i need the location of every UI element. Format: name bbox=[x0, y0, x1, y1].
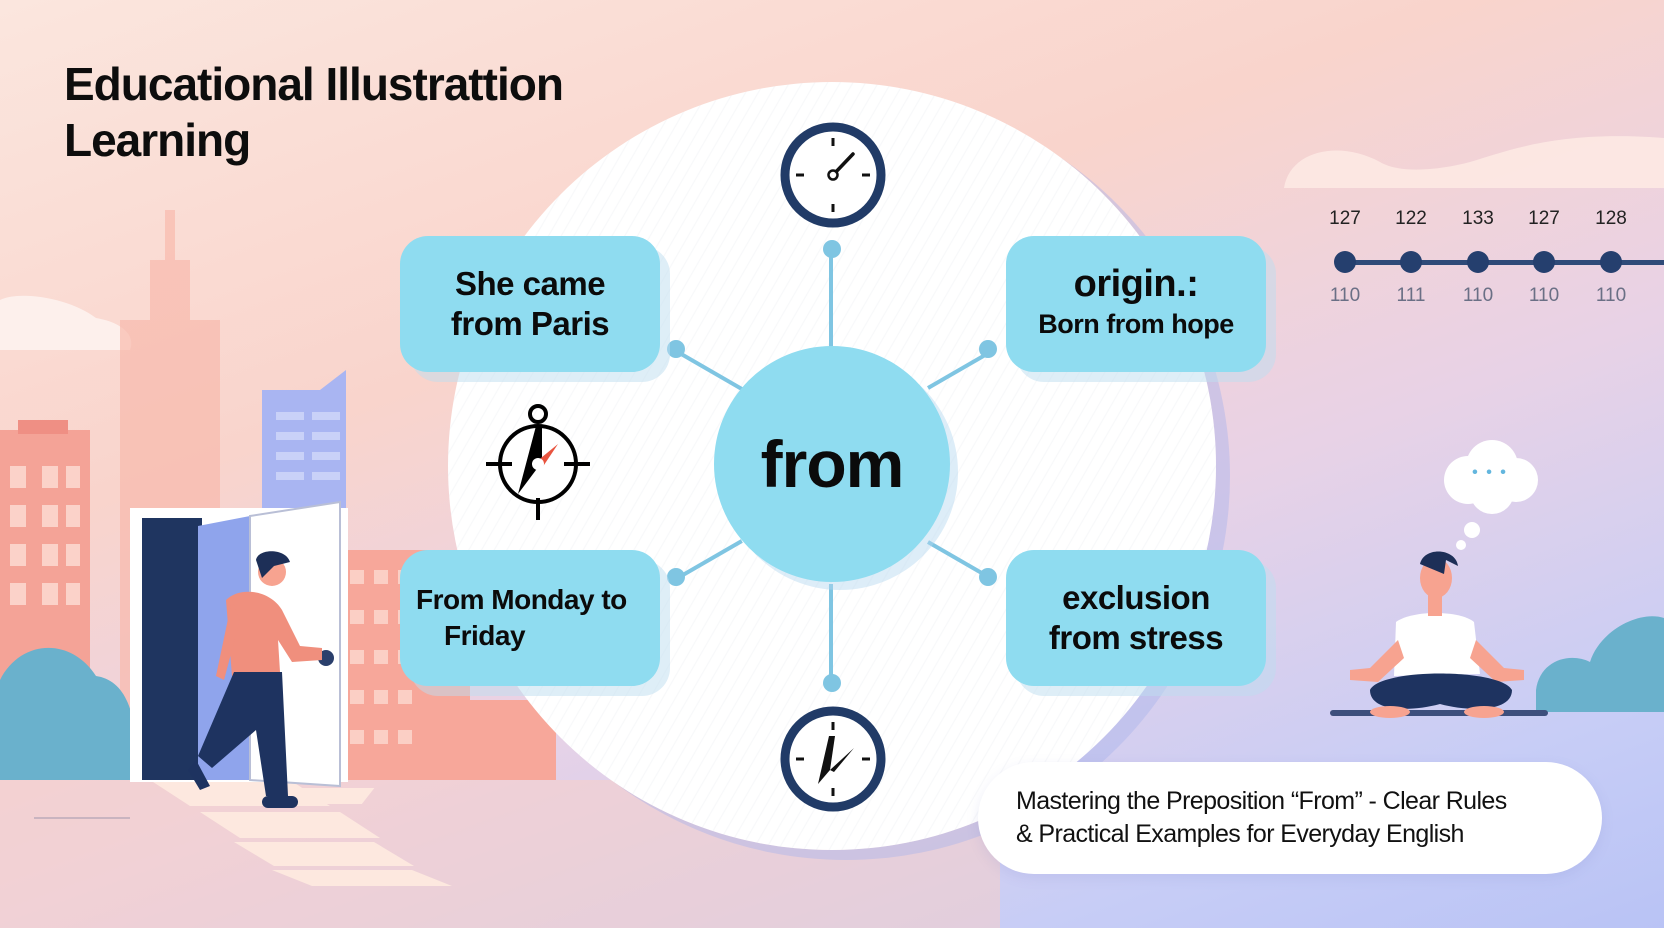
timeline-top-value: 127 bbox=[1329, 208, 1361, 229]
timeline-bottom-value: 110 bbox=[1462, 285, 1494, 306]
thought-trail-dot bbox=[1464, 522, 1480, 538]
card-line-2: from stress bbox=[1048, 619, 1224, 656]
page-title: Educational Illustrattion Learning bbox=[64, 56, 564, 168]
timeline-top-value: 128 bbox=[1595, 208, 1627, 229]
hub-word: from bbox=[714, 346, 950, 582]
connector-dot bbox=[823, 240, 841, 258]
timeline-dot bbox=[1334, 251, 1356, 273]
timeline-bottom-value: 110 bbox=[1595, 285, 1627, 306]
card-origin-place: She came from Paris bbox=[400, 236, 660, 372]
thought-trail-dot bbox=[1456, 540, 1466, 550]
timeline-bottom-value: 111 bbox=[1396, 285, 1426, 306]
title-line-1: Educational Illustrattion bbox=[64, 58, 564, 110]
card-time-range: From Monday to Friday bbox=[400, 550, 660, 686]
caption-line-1: Mastering the Preposition “From” - Clear… bbox=[1016, 787, 1507, 815]
clock-icon bbox=[778, 704, 888, 819]
timeline-dot bbox=[1533, 251, 1555, 273]
card-line-1: exclusion bbox=[1062, 579, 1210, 616]
connector-bottom bbox=[829, 584, 833, 680]
timeline-top-value: 127 bbox=[1528, 208, 1560, 229]
title-line-2: Learning bbox=[64, 114, 251, 166]
timeline-dot bbox=[1600, 251, 1622, 273]
thought-bubble-icon: • • • bbox=[1438, 438, 1542, 518]
card-line-1: origin.: bbox=[1073, 263, 1199, 305]
timeline-dot bbox=[1400, 251, 1422, 273]
timeline-top-value: 133 bbox=[1462, 208, 1494, 229]
card-line-2: Born from hope bbox=[1038, 309, 1234, 339]
card-origin: origin.: Born from hope bbox=[1006, 236, 1266, 372]
compass-icon bbox=[486, 402, 590, 527]
connector-dot bbox=[979, 340, 997, 358]
connector-dot bbox=[979, 568, 997, 586]
card-line-1: From Monday to bbox=[416, 584, 627, 615]
connector-dot bbox=[667, 340, 685, 358]
connector-top bbox=[829, 252, 833, 348]
card-exclusion: exclusion from stress bbox=[1006, 550, 1266, 686]
card-line-2: from Paris bbox=[450, 305, 610, 342]
thought-bubble-dots: • • • bbox=[1472, 464, 1508, 481]
card-line-2: Friday bbox=[444, 620, 526, 651]
caption-line-2: & Practical Examples for Everyday Englis… bbox=[1016, 820, 1464, 848]
connector-dot bbox=[667, 568, 685, 586]
timeline-line bbox=[1347, 260, 1664, 265]
connector-dot bbox=[823, 674, 841, 692]
timeline-dot bbox=[1467, 251, 1489, 273]
timeline-bottom-value: 110 bbox=[1528, 285, 1560, 306]
card-line-1: She came bbox=[454, 265, 606, 302]
clock-icon bbox=[778, 120, 888, 235]
timeline-top-value: 122 bbox=[1395, 208, 1427, 229]
timeline-bottom-value: 110 bbox=[1329, 285, 1361, 306]
caption-banner: Mastering the Preposition “From” - Clear… bbox=[978, 762, 1602, 874]
